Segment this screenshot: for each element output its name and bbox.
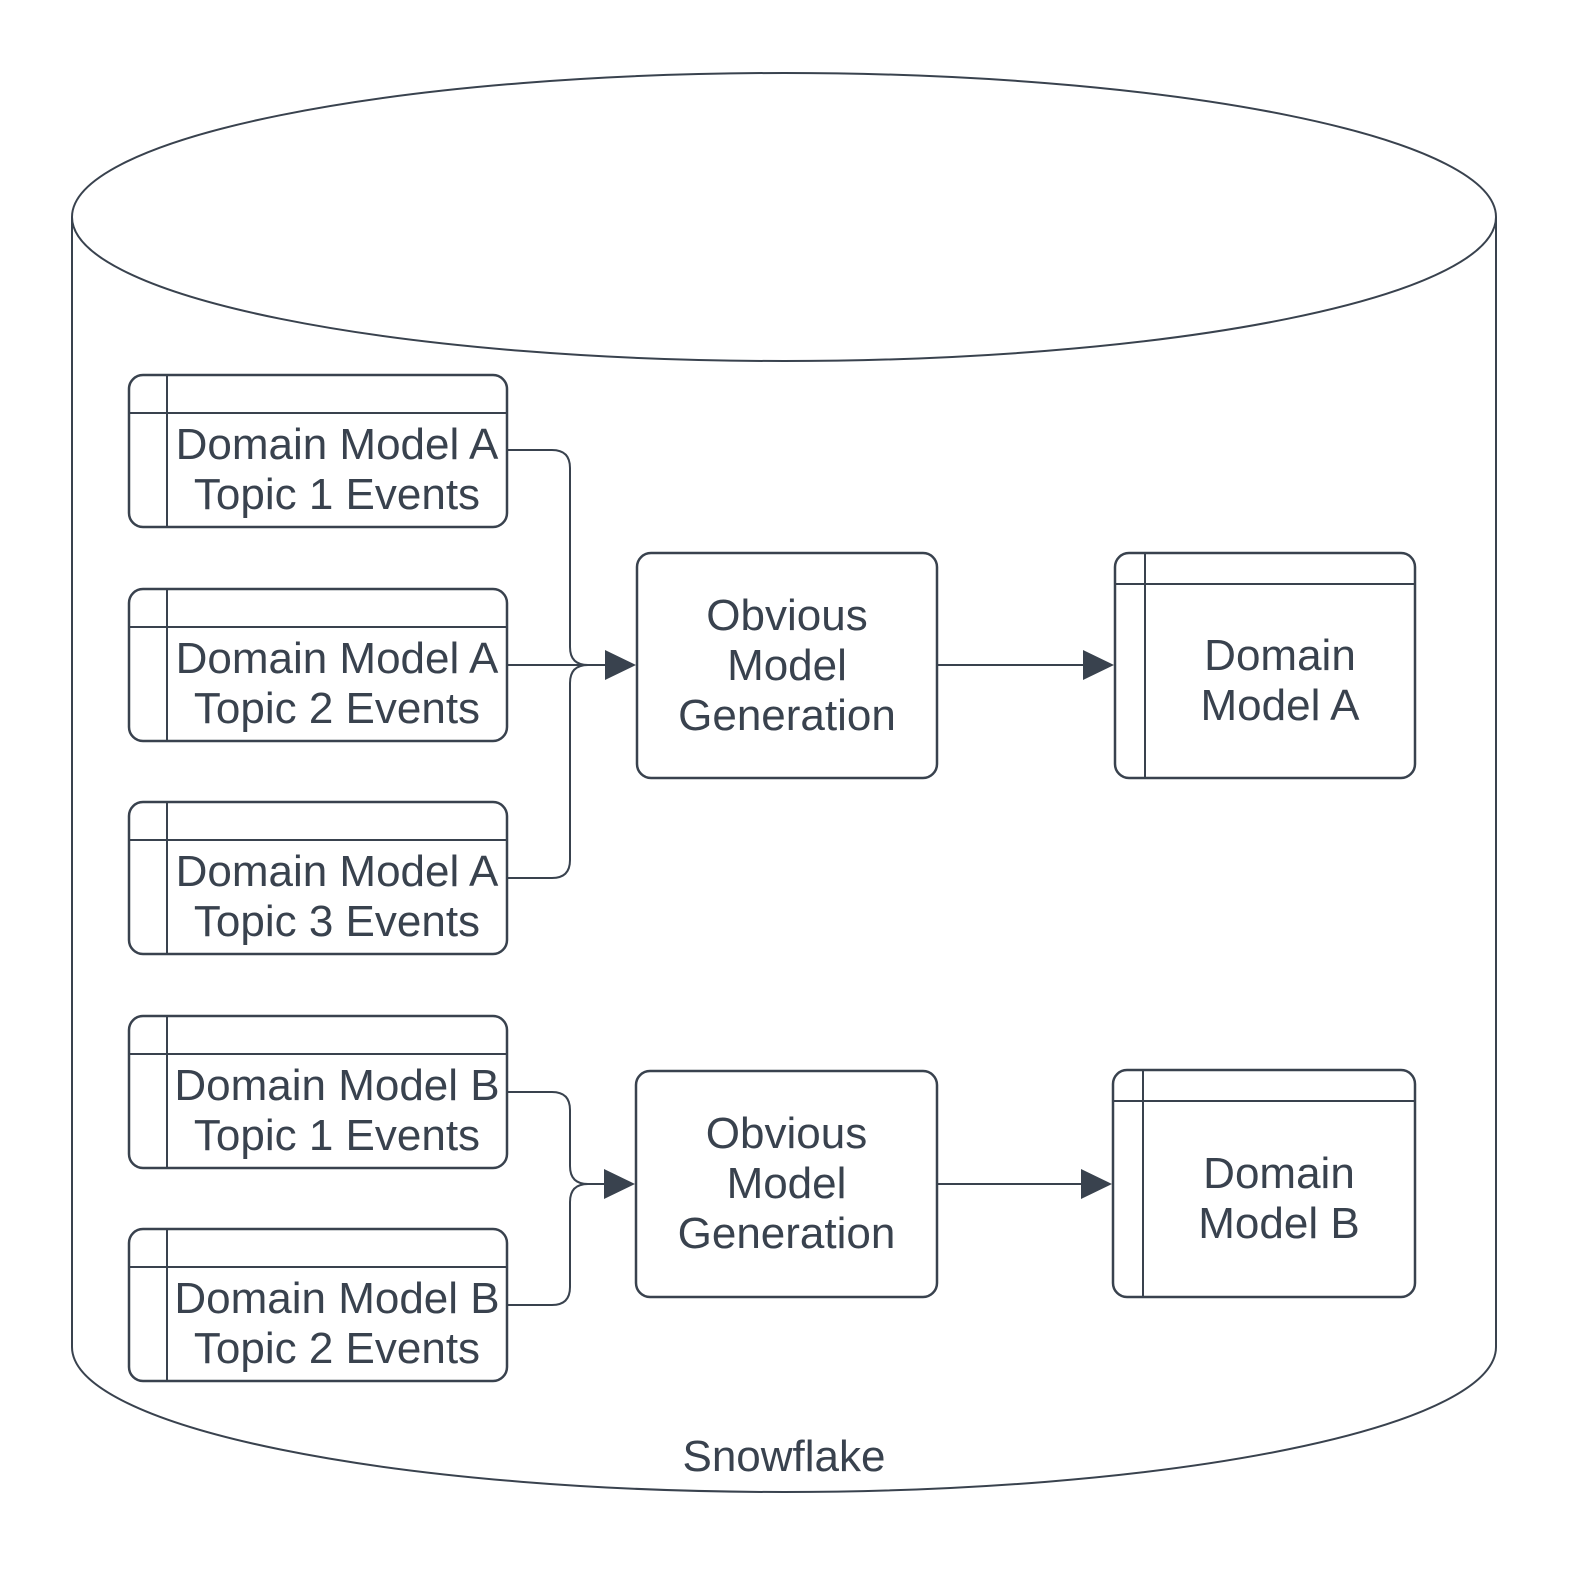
cylinder-label: Snowflake [682,1432,886,1481]
node-label-process-a: Obvious Model Generation [678,590,896,740]
cylinder-top-ellipse [71,72,1497,362]
edge-topic-b1-to-process-b [507,1091,589,1185]
node-topic-a2-table-lines [129,589,507,741]
node-topic-b1-table-lines [129,1016,507,1168]
node-model-b [1111,1068,1417,1299]
cylinder-body [71,217,1497,1493]
node-label-topic-b2: Domain Model B Topic 2 Events [174,1274,500,1373]
node-label-topic-b1: Domain Model B Topic 1 Events [174,1061,500,1160]
arrowhead-into-process-b [604,1169,635,1199]
arrowhead-into-model-a [1083,650,1114,680]
node-model-a-table-lines [1115,553,1415,778]
edge-topic-a1-to-process-a [507,449,589,666]
edge-topic-a3-to-process-a [507,664,589,879]
node-label-process-b: Obvious Model Generation [677,1109,896,1258]
node-topic-b2-table-lines [129,1229,507,1381]
node-label-model-a: Domain Model A [1200,631,1360,730]
node-model-b-table-lines [1113,1070,1415,1297]
node-label-topic-a3: Domain Model A Topic 3 Events [175,847,499,946]
node-label-model-b: Domain Model B [1198,1149,1360,1248]
node-label-topic-a1: Domain Model A Topic 1 Events [175,420,499,519]
node-label-topic-a2: Domain Model A Topic 2 Events [175,634,499,733]
edge-topic-b2-to-process-b [507,1183,589,1306]
node-topic-a1-table-lines [129,375,507,527]
node-topic-a3-table-lines [129,802,507,954]
node-model-a [1113,551,1417,780]
arrowhead-into-model-b [1081,1169,1112,1199]
arrowhead-into-process-a [605,650,636,680]
